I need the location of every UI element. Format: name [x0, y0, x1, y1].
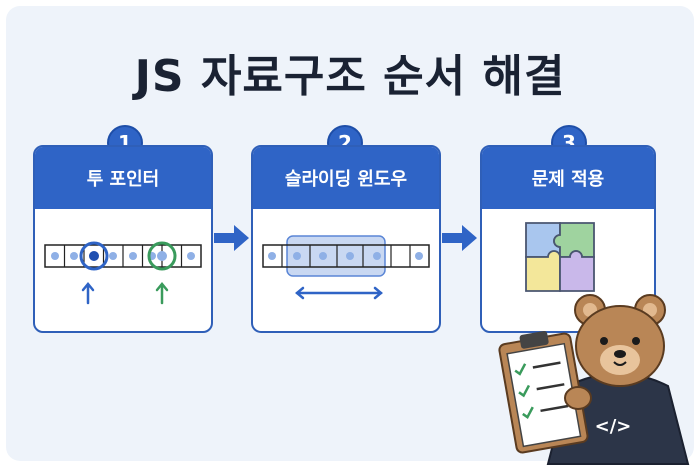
two-pointer-array-icon [44, 241, 202, 305]
bear-mascot-icon: </> [498, 294, 690, 465]
flow-arrow-2 [442, 225, 477, 251]
puzzle-icon [525, 222, 595, 292]
card-title: 투 포인터 [35, 147, 211, 209]
step-card-two-pointer: 투 포인터 [33, 145, 213, 333]
step-card-sliding-window: 슬라이딩 윈도우 [251, 145, 441, 333]
sliding-window-array-icon [262, 235, 430, 300]
code-icon: </> [595, 416, 632, 437]
checklist-clipboard-icon [498, 331, 589, 454]
page-title: JS 자료구조 순서 해결 [134, 51, 566, 102]
svg-text:</>: </> [595, 416, 632, 437]
step-card-apply: 문제 적용 [480, 145, 656, 333]
flow-arrow-1 [214, 225, 249, 251]
card-title: 슬라이딩 윈도우 [253, 147, 439, 209]
card-title: 문제 적용 [482, 147, 654, 209]
